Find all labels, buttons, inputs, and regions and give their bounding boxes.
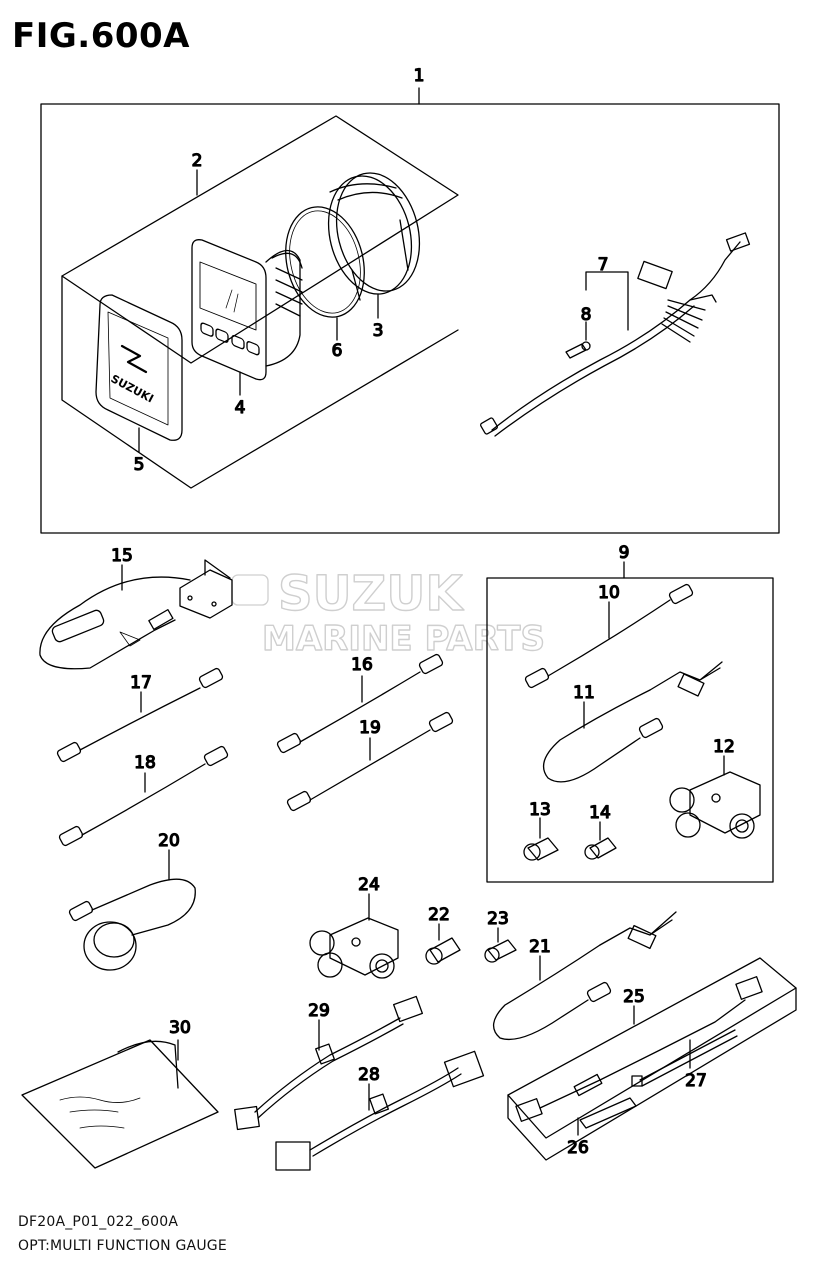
- callout-28: 28: [358, 1065, 380, 1085]
- part-21-cable: [493, 911, 677, 1041]
- callout-15: 15: [111, 546, 133, 566]
- part-25-harness: [515, 976, 763, 1122]
- group-frame-2-bottom: [61, 275, 459, 489]
- part-19-cable: [286, 711, 454, 812]
- callout-16: 16: [351, 655, 373, 675]
- callout-25: 25: [623, 987, 645, 1007]
- callout-17: 17: [130, 673, 152, 693]
- part-12-t-connector: [669, 771, 761, 839]
- part-30-bag: [21, 1039, 219, 1169]
- callout-5: 5: [134, 455, 145, 475]
- part-16-cable: [276, 653, 444, 754]
- part-6-o-ring: [285, 206, 365, 318]
- group-frame-25-bottom: [507, 987, 797, 1161]
- part-28-adapter-harness: [275, 1050, 485, 1171]
- group-box-1: [40, 103, 780, 534]
- part-15-cable-bracket: [39, 559, 233, 670]
- callout-30: 30: [169, 1018, 191, 1038]
- callout-1: 1: [414, 66, 425, 86]
- callout-labels: 1 2 3 4 5 6 7 8 9 10 11 12 13 14 15 16 1…: [111, 65, 736, 1158]
- part-17-cable: [56, 667, 224, 763]
- callout-26: 26: [567, 1138, 589, 1158]
- watermark: SUZUK MARINE PARTS: [231, 565, 546, 660]
- callout-21: 21: [529, 937, 551, 957]
- figure-name: OPT:MULTI FUNCTION GAUGE: [18, 1238, 227, 1254]
- figure-code: DF20A_P01_022_600A: [18, 1214, 179, 1230]
- watermark-line1: SUZUK: [278, 566, 464, 622]
- part-4-gauge: [191, 239, 303, 381]
- figure-title: FIG.600A: [12, 16, 190, 56]
- part-11-cable: [542, 661, 723, 783]
- watermark-line2: MARINE PARTS: [262, 619, 545, 659]
- callout-9: 9: [619, 543, 630, 563]
- callout-18: 18: [134, 753, 156, 773]
- callout-6: 6: [332, 341, 343, 361]
- callout-12: 12: [713, 737, 735, 757]
- callout-14: 14: [589, 803, 611, 823]
- part-20-sensor-cable: [68, 878, 196, 971]
- part-22-terminator: [425, 937, 461, 965]
- suzuki-logo-icon: [120, 344, 148, 374]
- part-7-harness: [480, 232, 751, 437]
- callout-29: 29: [308, 1001, 330, 1021]
- callout-13: 13: [529, 800, 551, 820]
- group-frame-25-top: [507, 957, 797, 1139]
- part-18-cable: [58, 745, 229, 847]
- leader-7: [585, 271, 629, 331]
- callout-23: 23: [487, 909, 509, 929]
- callout-2: 2: [192, 151, 203, 171]
- part-3-mounting-nut: [327, 172, 421, 301]
- callout-19: 19: [359, 718, 381, 738]
- part-14-terminator: [584, 837, 617, 860]
- callout-10: 10: [598, 583, 620, 603]
- part-29-adapter-harness: [234, 995, 424, 1131]
- part-26-clip: [579, 1097, 637, 1129]
- callout-22: 22: [428, 905, 450, 925]
- part-13-terminator: [523, 837, 559, 861]
- watermark-logo-icon: [231, 574, 269, 606]
- callout-20: 20: [158, 831, 180, 851]
- part-23-terminator: [484, 939, 517, 963]
- part-5-gauge-cover: SUZUKI: [95, 294, 183, 441]
- callout-7: 7: [598, 255, 609, 275]
- callout-27: 27: [685, 1071, 707, 1091]
- part-24-t-connector: [309, 917, 399, 979]
- callout-11: 11: [573, 683, 595, 703]
- callout-4: 4: [235, 398, 246, 418]
- callout-24: 24: [358, 875, 380, 895]
- callout-8: 8: [581, 305, 592, 325]
- callout-3: 3: [373, 321, 384, 341]
- group-frame-2-top: [61, 115, 459, 364]
- part-10-cable: [524, 583, 694, 689]
- group-box-9: [486, 577, 774, 883]
- part-8-screw: [565, 341, 591, 359]
